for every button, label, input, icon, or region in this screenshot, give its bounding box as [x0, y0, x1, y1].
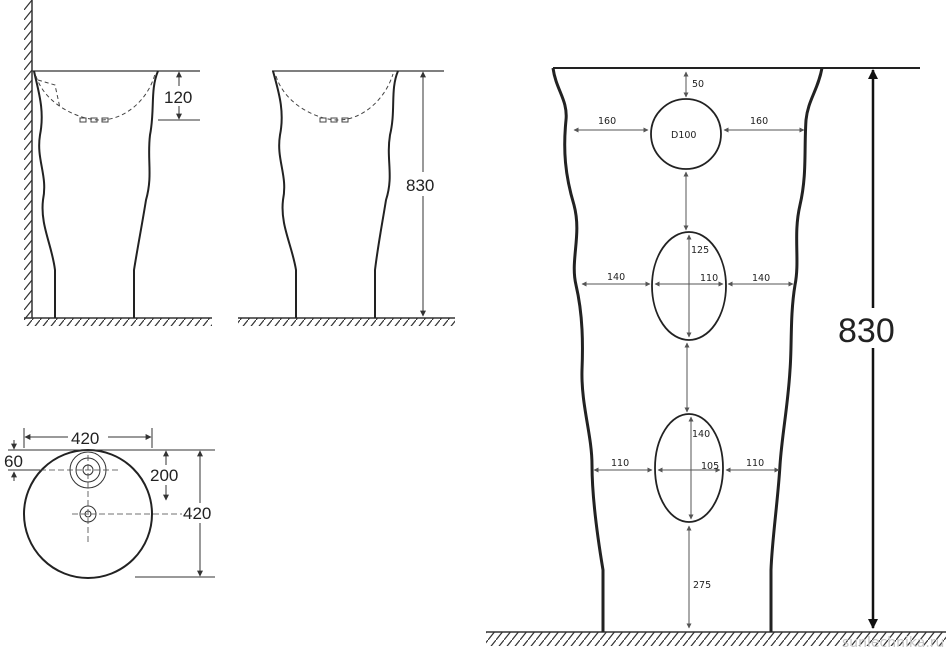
front-total-height: 830 [838, 312, 895, 350]
front-circle-label: D100 [671, 130, 696, 141]
front-oval1-right: 140 [752, 273, 770, 284]
front-oval1-left: 140 [607, 272, 625, 283]
side-height-label: 830 [406, 176, 434, 195]
front-view [486, 67, 946, 646]
top-view [8, 427, 218, 579]
top-depth-label: 420 [183, 504, 211, 523]
side-depth-label: 120 [164, 88, 192, 107]
watermark: sunlechnika.ru [842, 635, 944, 651]
front-oval2-width: 105 [701, 461, 719, 472]
front-top-gap: 50 [692, 79, 704, 90]
front-oval2-left: 110 [611, 458, 629, 469]
front-oval2-height: 140 [692, 429, 710, 440]
front-oval1-width: 110 [700, 273, 718, 284]
top-width-label: 420 [71, 429, 99, 448]
front-circle-left: 160 [598, 116, 616, 127]
front-bottom-gap: 275 [693, 580, 711, 591]
front-oval2-right: 110 [746, 458, 764, 469]
side-view-wall [24, 0, 212, 326]
top-drain-label: 200 [150, 466, 178, 485]
side-view-free [238, 70, 455, 326]
front-circle-right: 160 [750, 116, 768, 127]
top-offset-label: 60 [4, 452, 23, 471]
front-oval1-height: 125 [691, 245, 709, 256]
